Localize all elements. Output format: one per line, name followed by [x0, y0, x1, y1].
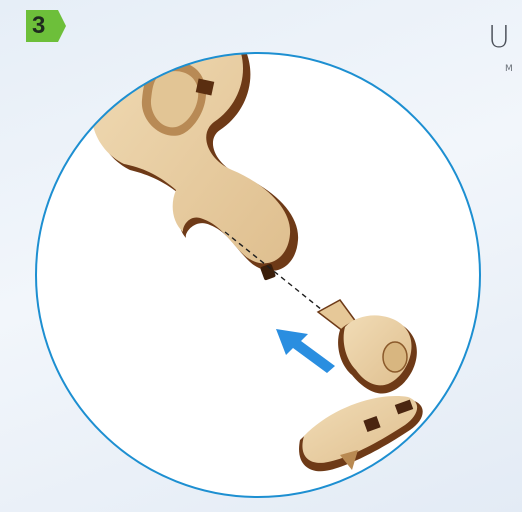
- assembly-illustration: [0, 0, 522, 512]
